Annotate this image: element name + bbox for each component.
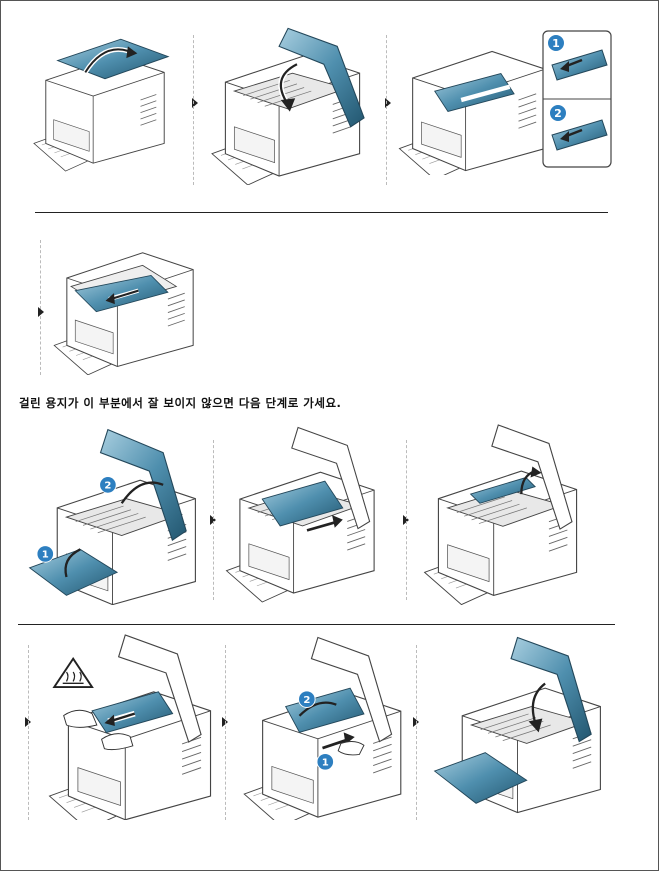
step-close-view-open-top: [25, 25, 185, 175]
hot-surface-warning-icon: [52, 656, 94, 689]
divider: [213, 440, 214, 600]
step-open-lid: [205, 15, 380, 185]
step-remove-toner-cartridge: [222, 420, 392, 605]
step-open-tray-and-lid: 2 1: [25, 420, 200, 605]
step-arrow-icon: [192, 98, 198, 108]
step-close-lid: [430, 630, 605, 820]
step-pull-paper-out: [395, 25, 545, 175]
divider: [225, 645, 226, 820]
divider: [28, 645, 29, 820]
svg-text:1: 1: [322, 758, 329, 769]
step-badge-1: 1: [547, 34, 565, 52]
section-rule: [35, 212, 608, 213]
svg-text:2: 2: [104, 481, 111, 492]
instruction-text: 걸린 용지가 이 부분에서 잘 보이지 않으면 다음 단계로 가세요.: [19, 396, 342, 410]
divider: [416, 645, 417, 820]
divider: [406, 440, 407, 600]
divider: [386, 35, 387, 185]
divider: [193, 35, 194, 185]
step-lift-guide: [420, 420, 595, 605]
step-reinsert-cartridge: 2 1: [235, 630, 410, 820]
section-rule: [18, 624, 615, 625]
svg-text:2: 2: [303, 695, 310, 706]
step-remove-paper-rear: [50, 240, 210, 375]
step-arrow-icon: [38, 307, 44, 317]
svg-text:1: 1: [552, 37, 560, 50]
step-remove-jammed-paper-inside: [40, 630, 220, 820]
step-arrow-icon: [385, 98, 391, 108]
svg-text:2: 2: [554, 107, 562, 120]
detail-inset: [542, 30, 612, 168]
step-badge-2: 2: [549, 104, 567, 122]
svg-text:1: 1: [42, 550, 49, 561]
